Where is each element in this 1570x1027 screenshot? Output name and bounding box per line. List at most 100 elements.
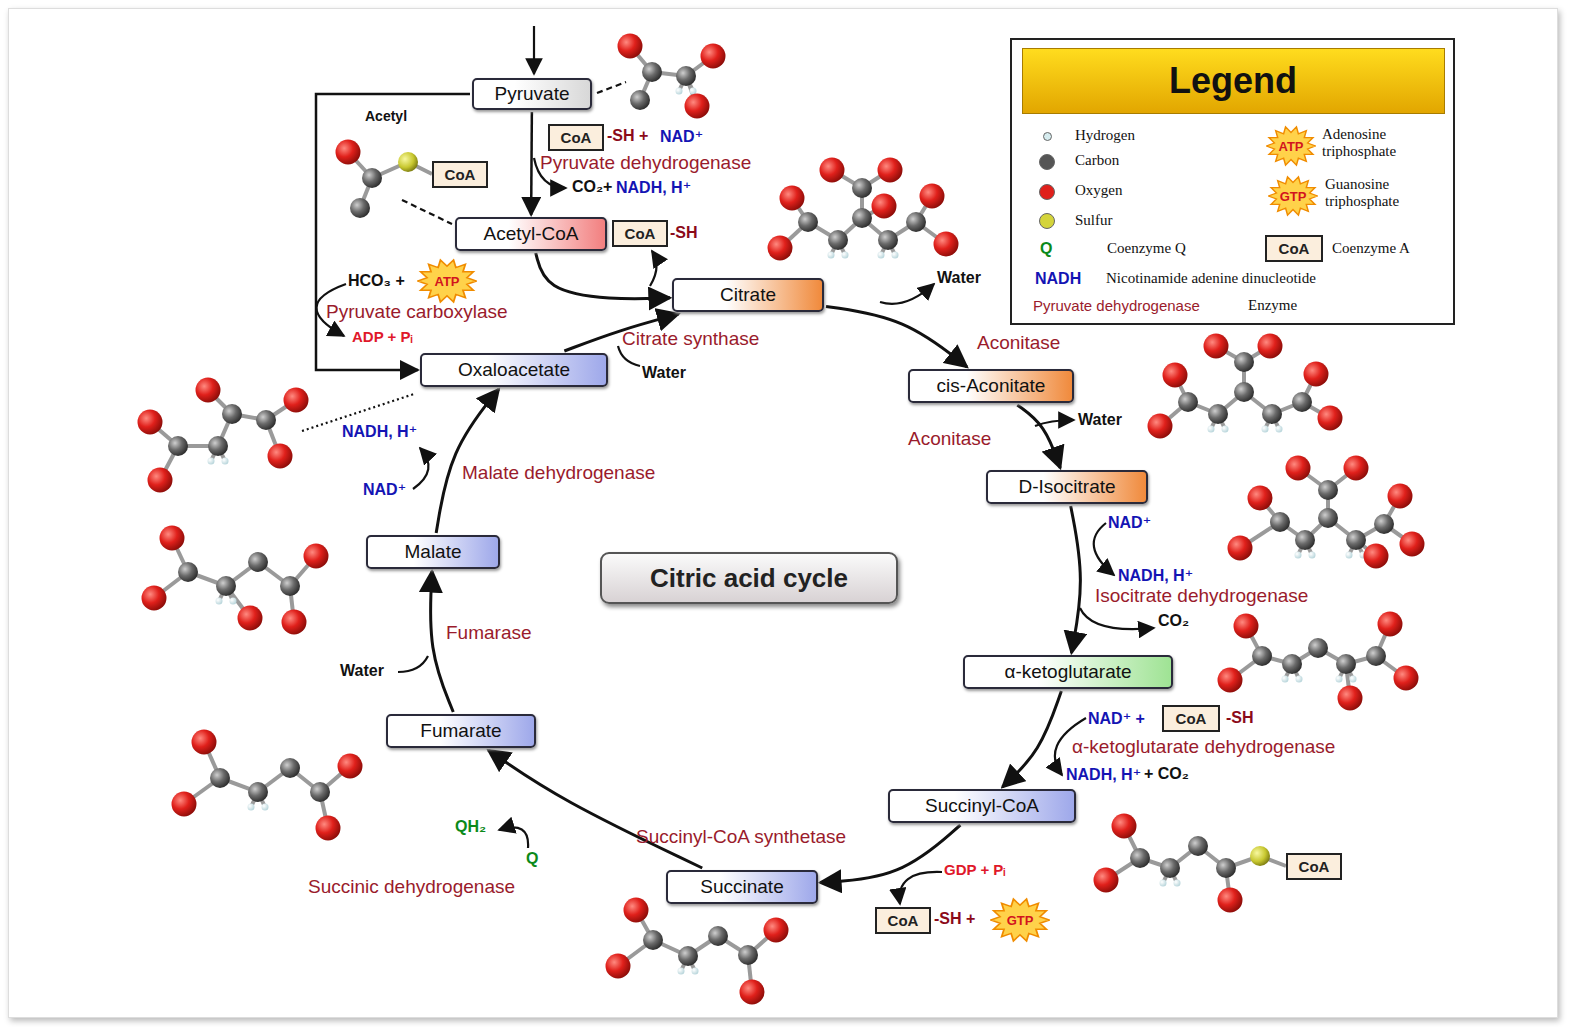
title-box: Citric acid cycle [600, 552, 898, 604]
metabolite-box: Malate [366, 535, 500, 569]
atom [1250, 846, 1270, 866]
node-text: Citric acid cycle [650, 563, 848, 594]
node-text: ATP [434, 274, 459, 289]
node-text: ATP [1278, 139, 1303, 154]
legend-text: Sulfur [1075, 212, 1113, 229]
cofactor-label: NAD⁺ + [1088, 709, 1145, 728]
atom [268, 444, 293, 469]
atom [764, 918, 789, 943]
coenzyme-a-box: CoA [1286, 853, 1342, 880]
atom [208, 458, 215, 465]
atom [892, 252, 899, 259]
metabolite-box: Succinate [666, 870, 818, 904]
atom [1216, 858, 1236, 878]
atom [1366, 646, 1386, 666]
reaction-label: QH₂ [455, 818, 486, 836]
atom [1178, 392, 1198, 412]
atom [878, 158, 903, 183]
reaction-label: + CO₂ [1144, 765, 1189, 783]
node-text: D-Isocitrate [1018, 476, 1115, 498]
atom [676, 66, 696, 86]
atom [192, 730, 217, 755]
molecule-model [1218, 612, 1419, 711]
atom [1248, 486, 1273, 511]
atom [1234, 614, 1259, 639]
atom [1304, 362, 1329, 387]
side-arrow [398, 656, 428, 672]
atom [701, 44, 726, 69]
legend-text: Guanosine triphosphate [1325, 176, 1437, 210]
atom [1282, 676, 1289, 683]
atom [1112, 814, 1137, 839]
atom [248, 782, 268, 802]
enzyme-label: Pyruvate carboxylase [326, 301, 508, 323]
coenzyme-a-box: CoA [612, 220, 668, 247]
metabolite-box: Acetyl-CoA [455, 217, 607, 251]
atom [685, 94, 710, 119]
reaction-label: Water [340, 662, 384, 680]
side-arrow [880, 284, 934, 304]
atom [740, 980, 765, 1005]
reaction-arrow [1017, 405, 1060, 468]
reaction-arrow [530, 112, 533, 215]
reaction-arrow [1071, 506, 1081, 653]
molecule-model [1094, 814, 1287, 913]
legend-swatch [1039, 154, 1055, 170]
atom [222, 404, 242, 424]
enzyme-label: Malate dehydrogenase [462, 462, 655, 484]
atom [1346, 530, 1366, 550]
node-text: cis-Aconitate [937, 375, 1046, 397]
enzyme-label: Succinic dehydrogenase [308, 876, 515, 898]
atom [1252, 646, 1272, 666]
node-text: CoA [888, 912, 919, 929]
atom [310, 782, 330, 802]
atom [643, 930, 663, 950]
atom [906, 212, 926, 232]
leader-line [597, 82, 626, 93]
atom [148, 468, 173, 493]
atom [304, 544, 329, 569]
atom [1270, 512, 1290, 532]
atom [1296, 676, 1303, 683]
atom [1292, 392, 1312, 412]
atom [172, 792, 197, 817]
atom [160, 526, 185, 551]
reaction-arrow [316, 94, 470, 370]
node-text: Pyruvate [495, 83, 570, 105]
star-outline [418, 260, 477, 302]
input-arrow [533, 26, 535, 74]
atom [262, 804, 269, 811]
atom [1262, 426, 1269, 433]
atom [878, 252, 885, 259]
atom [1094, 868, 1119, 893]
atom [1364, 544, 1389, 569]
atom [230, 598, 237, 605]
cofactor-label: NADH [1035, 270, 1081, 288]
enzyme-label: Succinyl-CoA synthetase [636, 826, 846, 848]
node-text: CoA [625, 225, 656, 242]
legend-swatch [1043, 132, 1052, 141]
nucleotide-star: ATP [417, 258, 477, 304]
atom [1318, 406, 1343, 431]
atom [1262, 404, 1282, 424]
reaction-label: Q [526, 850, 538, 868]
atom [1204, 334, 1229, 359]
node-text: Oxaloacetate [458, 359, 570, 381]
atom [248, 552, 268, 572]
atom [1208, 404, 1228, 424]
node-text: Malate [404, 541, 461, 563]
atom [1309, 552, 1316, 559]
atom [820, 158, 845, 183]
atom [1160, 858, 1180, 878]
reaction-label: Water [642, 364, 686, 382]
atom [1160, 880, 1167, 887]
legend-text: Coenzyme A [1332, 240, 1410, 257]
node-text: CoA [561, 129, 592, 146]
reaction-label: Acetyl [365, 108, 407, 124]
atom [398, 152, 418, 172]
reaction-label: Water [1078, 411, 1122, 429]
reaction-label: HCO₃ + [348, 272, 405, 290]
enzyme-label: α-ketoglutarate dehydrogenase [1072, 736, 1335, 758]
side-arrow [650, 251, 657, 286]
molecule-model [768, 158, 959, 261]
